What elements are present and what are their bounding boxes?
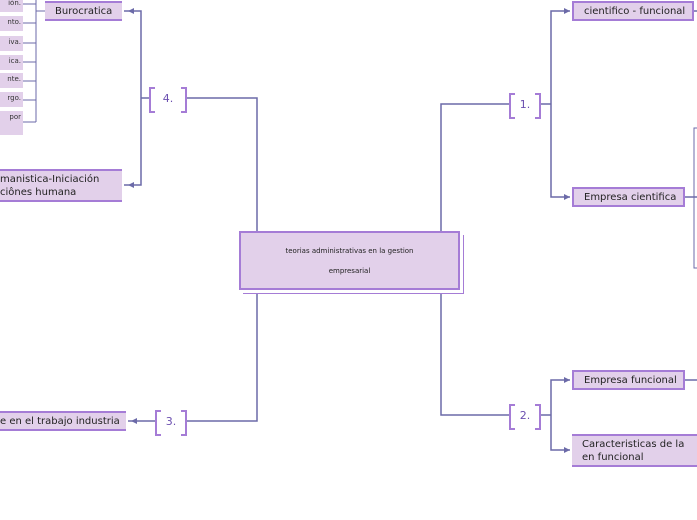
central-topic-line1: teorias administrativas en la gestion <box>285 246 414 255</box>
burocratica-item[interactable]: ica. <box>0 55 23 70</box>
burocratica-item[interactable]: nte. <box>0 73 23 88</box>
node-humanistica[interactable]: manistica-Iniciación ciônes humana <box>0 169 122 202</box>
burocratica-item[interactable]: ión. <box>0 0 23 12</box>
central-topic[interactable]: teorias administrativas en la gestion em… <box>239 231 460 290</box>
branch-label-4[interactable]: 4. <box>149 87 187 113</box>
node-trabajo-industria[interactable]: e en el trabajo industria <box>0 411 126 431</box>
central-topic-line2: empresarial <box>328 266 371 275</box>
node-burocratica[interactable]: Burocratica <box>45 1 122 21</box>
node-caracteristicas[interactable]: Caracteristicas de la en funcional <box>572 434 697 467</box>
node-empresa-funcional[interactable]: Empresa funcional <box>572 370 685 390</box>
node-cientifico-funcional[interactable]: cientifico - funcional <box>572 1 694 21</box>
burocratica-item[interactable]: nto. <box>0 16 23 31</box>
burocratica-item[interactable]: por <box>0 111 23 135</box>
node-empresa-cientifica[interactable]: Empresa cientifica <box>572 187 685 207</box>
branch-label-1[interactable]: 1. <box>509 93 541 119</box>
branch-label-3[interactable]: 3. <box>155 410 187 436</box>
burocratica-item[interactable]: rgo. <box>0 92 23 107</box>
burocratica-item[interactable]: iva. <box>0 36 23 51</box>
branch-label-2[interactable]: 2. <box>509 404 541 430</box>
